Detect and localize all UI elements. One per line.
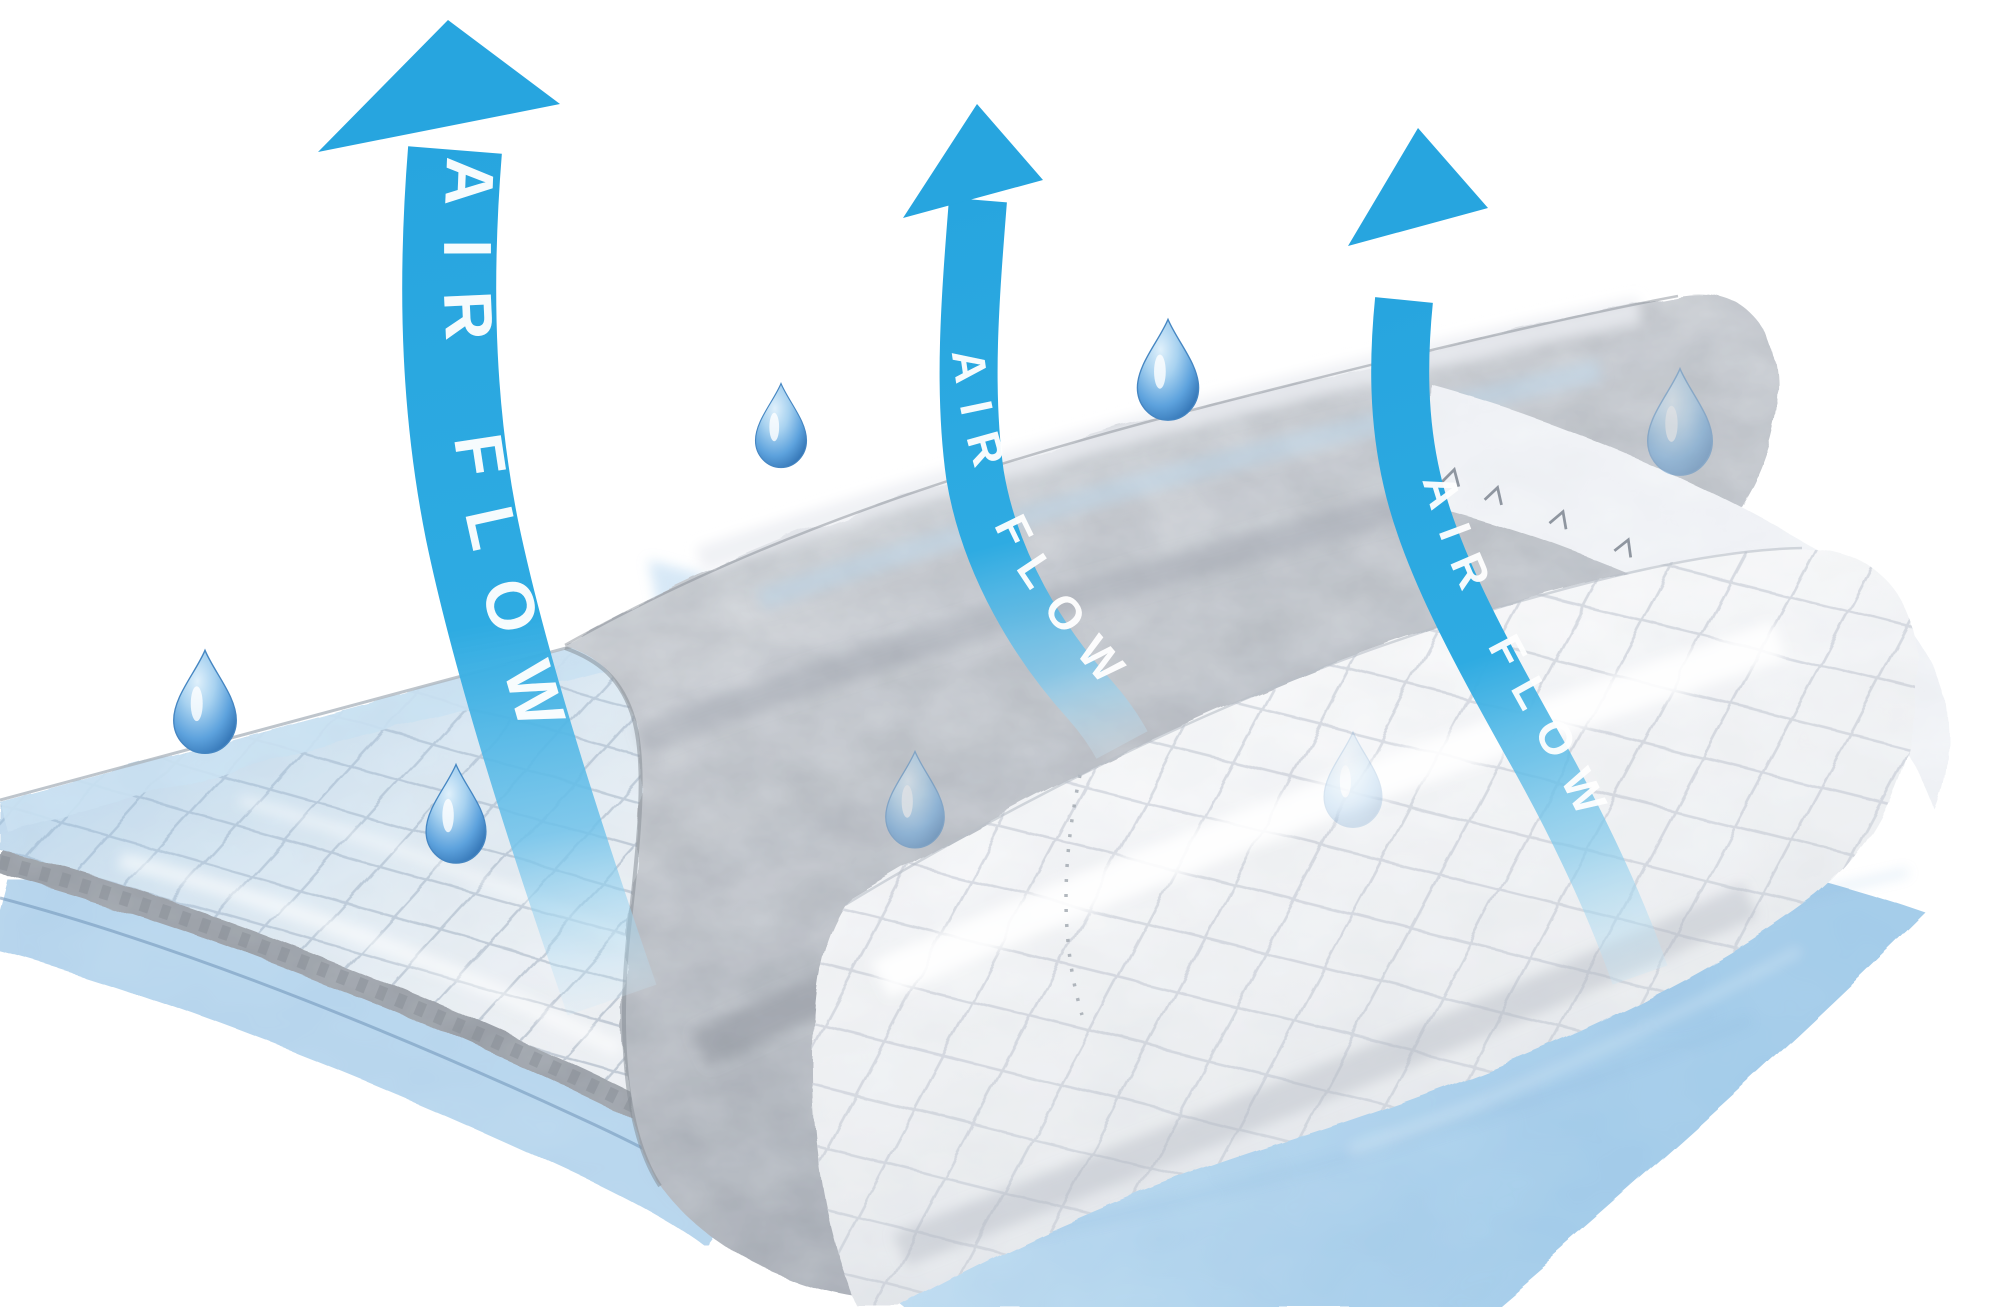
water-droplet-icon <box>173 649 237 755</box>
white-roll-quilting <box>812 548 1919 1307</box>
arrow-head-icon <box>1348 128 1488 246</box>
arrow-head-icon <box>318 20 560 152</box>
water-droplet-icon <box>1136 318 1200 421</box>
arrow-ribbon <box>1371 297 1668 985</box>
svg-text:AIR FLOW: AIR FLOW <box>429 155 589 768</box>
airflow-label: AIR FLOW <box>429 155 555 768</box>
white-roll-top-edge-line <box>844 546 1803 907</box>
arrow-ribbon <box>402 146 657 1016</box>
water-droplet-icon <box>754 382 808 469</box>
gray-roll-left-edge-line <box>564 646 662 1188</box>
arrow-ribbon <box>939 197 1148 760</box>
white-roll-dotted-seam <box>1064 774 1084 1016</box>
arrow-head-icon <box>903 104 1043 218</box>
